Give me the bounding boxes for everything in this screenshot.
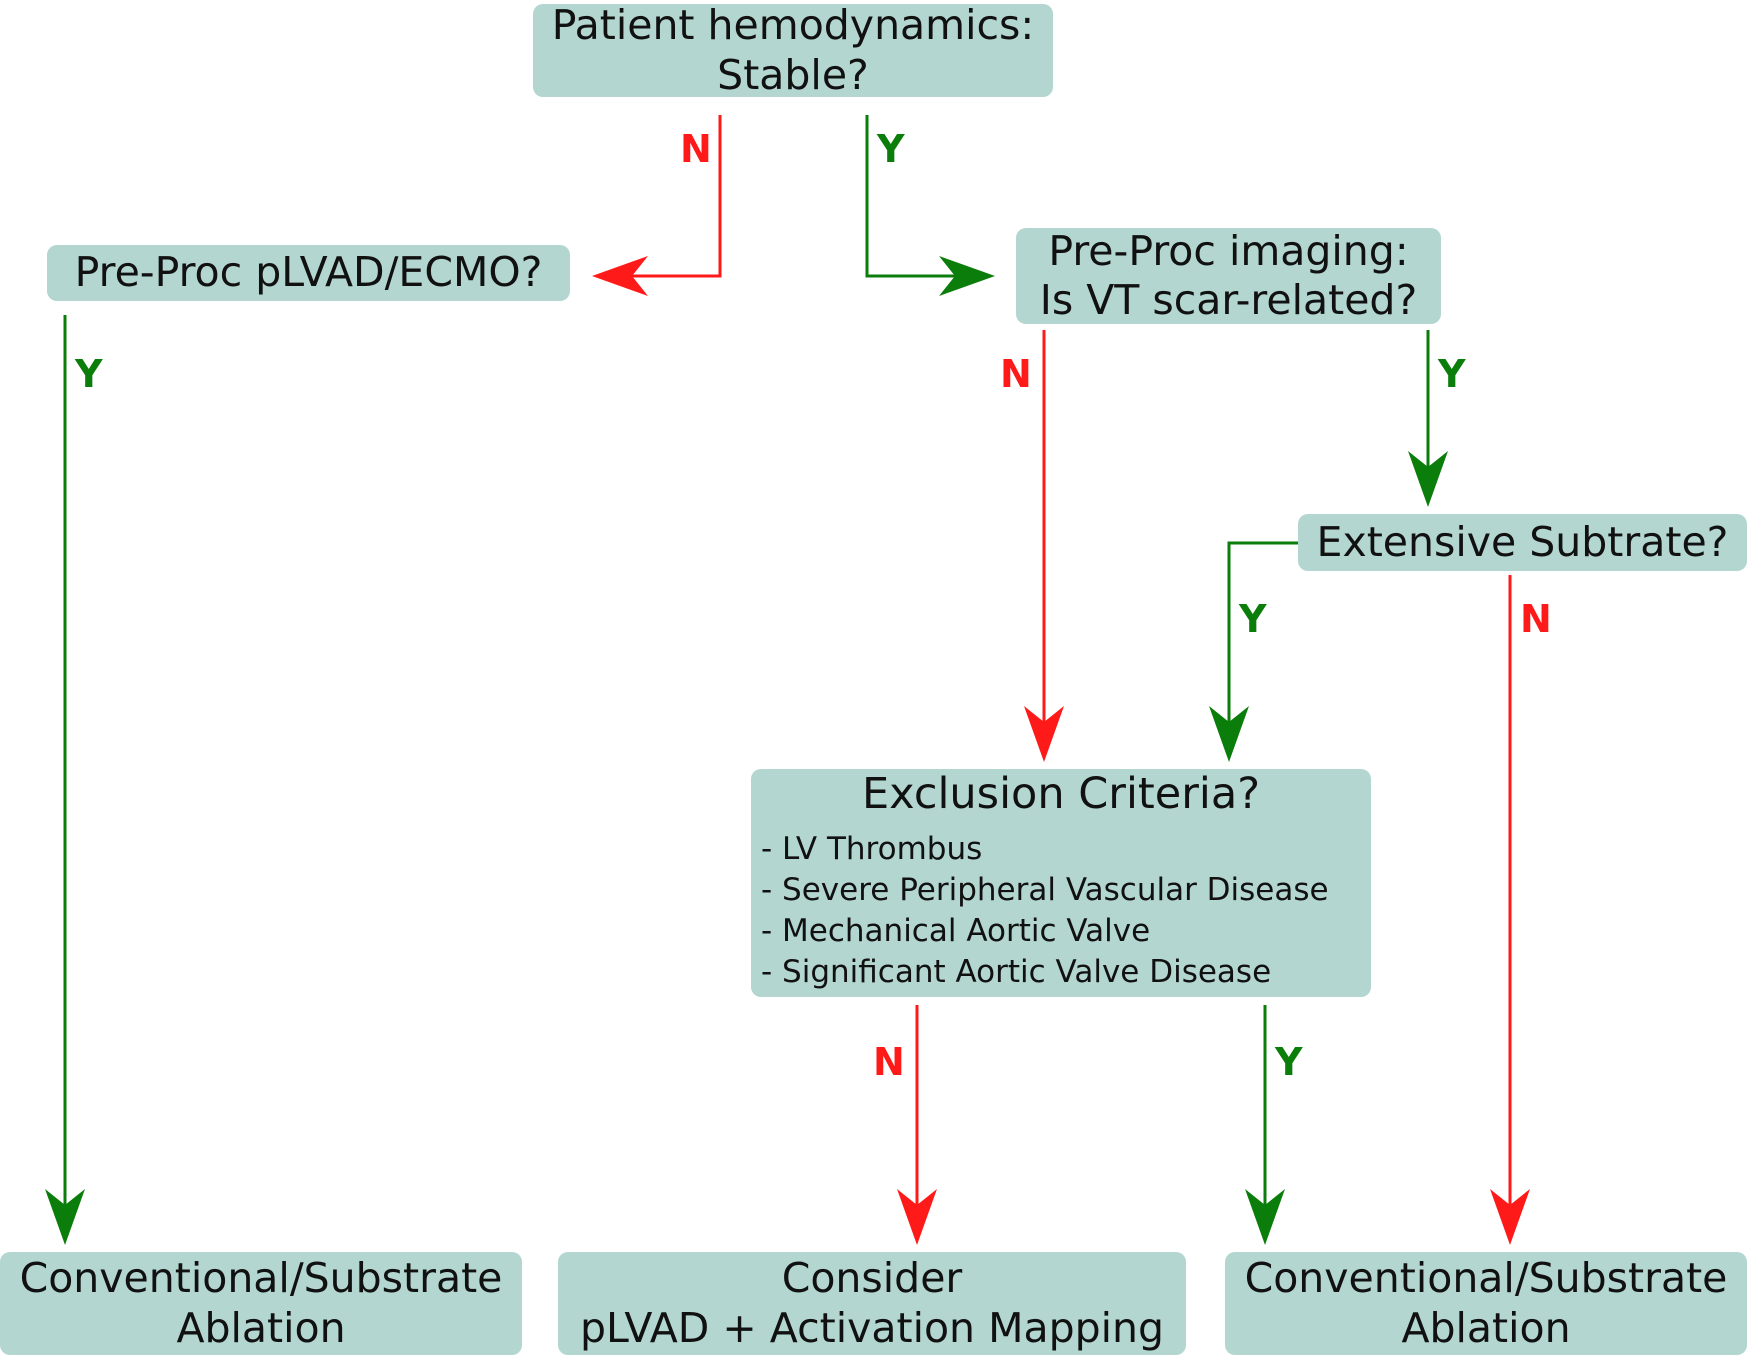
- edge-substrate-no-arrowhead: [1490, 1189, 1530, 1245]
- edge-stable-no-line: [610, 115, 722, 278]
- edge-label-support-yes: Y: [75, 352, 103, 396]
- exclusion-item: - Mechanical Aortic Valve: [761, 913, 1151, 950]
- exclusion-item: - Severe Peripheral Vascular Disease: [761, 871, 1329, 908]
- edge-label-stable-yes: Y: [877, 127, 905, 171]
- node-preproc-imaging-line2: Is VT scar-related?: [1039, 276, 1418, 324]
- edge-scar-yes-arrowhead: [1408, 451, 1448, 507]
- node-outcome-consider-plvad: Consider pLVAD + Activation Mapping: [558, 1252, 1186, 1355]
- edge-label-substrate-no: N: [1520, 597, 1552, 641]
- edge-exclusion-no-arrowhead: [897, 1189, 937, 1245]
- node-outcome-conventional-left: Conventional/Substrate Ablation: [0, 1252, 522, 1355]
- exclusion-item: - LV Thrombus: [761, 830, 983, 867]
- node-outcome-mid-line1: Consider: [781, 1254, 963, 1303]
- edge-support-yes-arrowhead: [45, 1189, 85, 1245]
- node-preproc-imaging: Pre-Proc imaging: Is VT scar-related?: [1016, 228, 1441, 324]
- edge-stable-no-arrowhead: [592, 256, 648, 296]
- node-outcome-conventional-right: Conventional/Substrate Ablation: [1225, 1252, 1747, 1355]
- exclusion-criteria-list: - LV Thrombus - Severe Peripheral Vascul…: [761, 829, 1329, 994]
- node-extensive-substrate-text: Extensive Subtrate?: [1316, 517, 1729, 566]
- edge-label-scar-yes: Y: [1438, 352, 1466, 396]
- node-outcome-right-line1: Conventional/Substrate: [1244, 1254, 1728, 1303]
- node-exclusion-criteria: Exclusion Criteria? - LV Thrombus - Seve…: [751, 769, 1371, 997]
- node-outcome-left-line2: Ablation: [176, 1303, 346, 1352]
- node-preproc-support: Pre-Proc pLVAD/ECMO?: [47, 245, 570, 301]
- edge-substrate-yes-arrowhead: [1209, 706, 1249, 762]
- node-exclusion-title: Exclusion Criteria?: [861, 769, 1261, 819]
- node-outcome-left-line1: Conventional/Substrate: [19, 1254, 503, 1303]
- node-hemodynamics-line2: Stable?: [717, 50, 869, 98]
- edge-scar-no-arrowhead: [1024, 706, 1064, 762]
- node-preproc-imaging-line1: Pre-Proc imaging:: [1048, 228, 1409, 275]
- edge-label-stable-no: N: [680, 127, 712, 171]
- edge-stable-yes-arrowhead: [939, 256, 995, 296]
- node-preproc-support-text: Pre-Proc pLVAD/ECMO?: [74, 248, 543, 297]
- edge-label-exclusion-yes: Y: [1275, 1040, 1303, 1084]
- edge-label-substrate-yes: Y: [1239, 597, 1267, 641]
- node-hemodynamics: Patient hemodynamics: Stable?: [533, 4, 1053, 97]
- edge-substrate-yes-line: [1227, 541, 1298, 735]
- node-hemodynamics-line1: Patient hemodynamics:: [551, 4, 1035, 50]
- edge-label-scar-no: N: [1000, 352, 1032, 396]
- node-outcome-right-line2: Ablation: [1401, 1303, 1571, 1352]
- node-outcome-mid-line2: pLVAD + Activation Mapping: [579, 1303, 1165, 1352]
- node-extensive-substrate: Extensive Subtrate?: [1298, 514, 1747, 571]
- edge-exclusion-yes-arrowhead: [1245, 1189, 1285, 1245]
- edge-stable-yes-line: [865, 115, 977, 278]
- edge-label-exclusion-no: N: [873, 1040, 905, 1084]
- exclusion-item: - Significant Aortic Valve Disease: [761, 954, 1272, 991]
